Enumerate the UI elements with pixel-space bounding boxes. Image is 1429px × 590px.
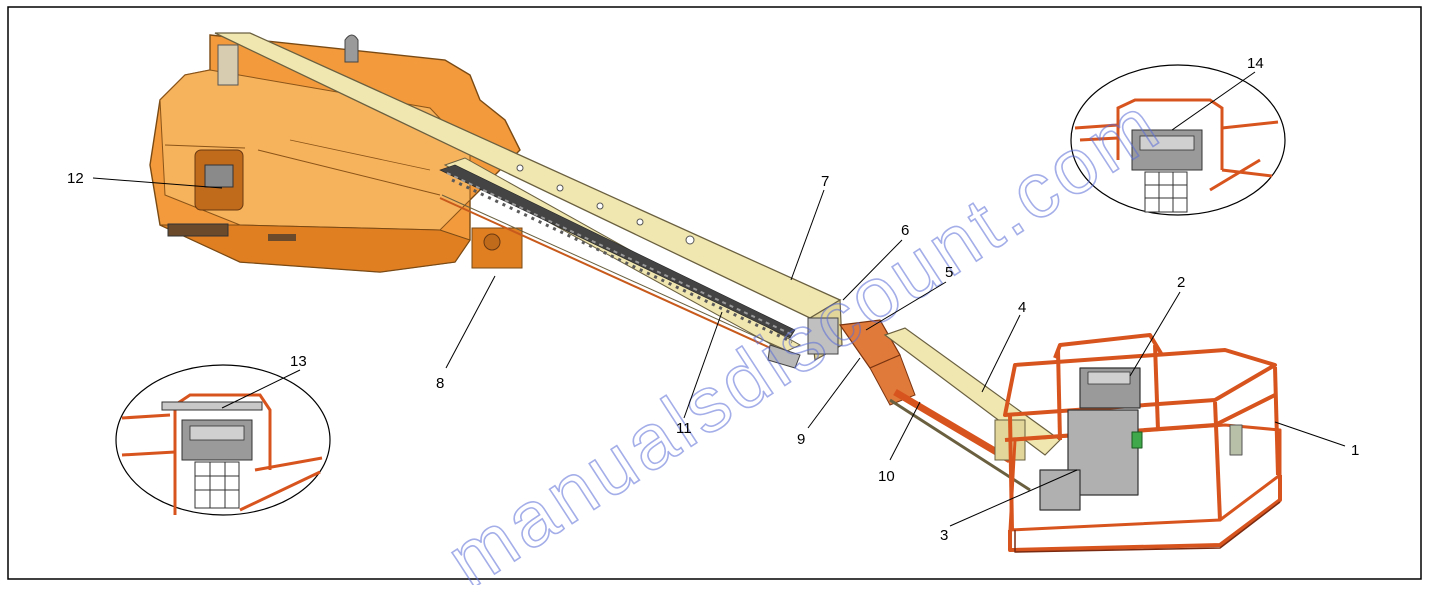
callout-5: 5 xyxy=(945,264,953,281)
leader-line-7 xyxy=(790,189,825,281)
callout-7: 7 xyxy=(821,173,829,190)
leader-line-13 xyxy=(221,369,301,409)
callout-2: 2 xyxy=(1177,274,1185,291)
callout-8: 8 xyxy=(436,375,444,392)
leader-line-3 xyxy=(949,469,1078,527)
leader-line-14 xyxy=(1171,71,1256,131)
callout-labels: 1 2 3 4 5 6 7 8 9 10 11 12 13 14 xyxy=(67,55,1359,544)
leader-line-1 xyxy=(1274,421,1346,447)
platform xyxy=(1003,333,1282,553)
callout-11: 11 xyxy=(676,420,692,437)
callout-3: 3 xyxy=(940,527,948,544)
callout-1: 1 xyxy=(1351,442,1359,459)
leader-line-5 xyxy=(865,281,947,331)
diagram-frame xyxy=(7,6,1422,580)
jib-boom xyxy=(838,319,1061,492)
turntable xyxy=(149,34,523,273)
callout-12: 12 xyxy=(67,170,84,187)
inset-platform-controls-bottom xyxy=(115,364,331,516)
leader-line-9 xyxy=(807,357,861,429)
callout-4: 4 xyxy=(1018,299,1026,316)
callout-6: 6 xyxy=(901,222,909,239)
main-boom xyxy=(214,32,843,369)
callout-13: 13 xyxy=(290,353,307,370)
callout-14: 14 xyxy=(1247,55,1264,72)
leader-line-6 xyxy=(842,239,903,301)
leader-line-8 xyxy=(445,275,496,369)
leader-line-11 xyxy=(683,311,723,419)
leader-line-2 xyxy=(1129,291,1181,377)
callout-9: 9 xyxy=(797,431,805,448)
leader-lines xyxy=(92,71,1346,527)
leader-line-12 xyxy=(92,177,223,189)
inset-platform-controls-top xyxy=(1070,64,1286,216)
leader-line-4 xyxy=(981,314,1021,393)
leader-line-10 xyxy=(889,401,921,461)
callout-10: 10 xyxy=(878,468,895,485)
